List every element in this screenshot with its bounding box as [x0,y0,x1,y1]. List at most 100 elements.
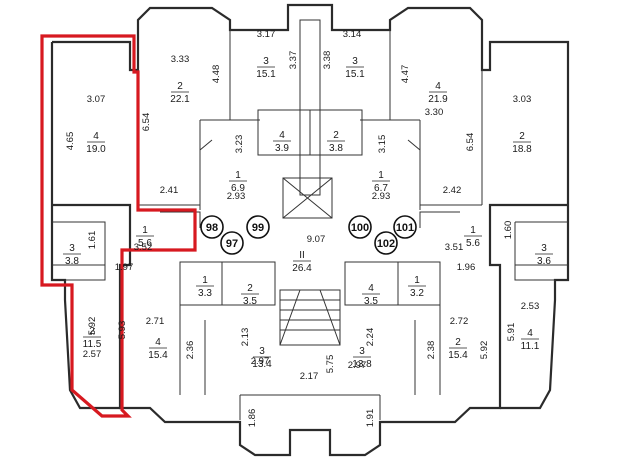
apartment-badge [246,215,270,239]
dimension-label: 2.36 [185,341,196,360]
dimension-label: 4.65 [65,132,76,151]
dimension-label: 5.91 [506,323,517,342]
room-area: 5.6 [466,238,480,249]
room-label: 313.4 [252,346,272,370]
dimension-label: 3.07 [87,94,106,105]
room-number: II [299,250,305,261]
dimension-label: 3.52 [134,242,153,253]
dimension-label: 3.51 [445,242,464,253]
dimension-label: 5.93 [117,321,128,340]
apartment-number: 100 [351,222,369,234]
room-number: 4 [93,131,99,142]
room-area: 3.8 [65,256,79,267]
room-area: 3.8 [329,143,343,154]
dimension-label: 3.33 [171,54,190,65]
room-number: 3 [359,346,365,357]
room-area: 3.9 [275,143,289,154]
room-label: 211.5 [83,326,102,350]
dimension-label: 2.24 [365,328,376,347]
dimension-label: 3.23 [234,135,245,154]
room-area: 11.5 [83,339,102,350]
room-area: 6.9 [231,183,245,194]
room-number: 2 [247,283,253,294]
room-number: 1 [142,225,148,236]
dimension-label: 1.91 [365,409,376,428]
room-number: 2 [89,326,95,337]
room-label: 218.8 [512,131,532,155]
room-number: 4 [279,130,285,141]
plan-labels: 222.1315.1315.1421.9419.0218.843.923.816… [63,29,553,427]
room-area: 22.1 [170,94,190,105]
dimension-label: 3.37 [288,51,299,70]
room-label: 315.1 [256,56,276,80]
room-label: II 26.4 [292,250,312,274]
room-number: 3 [541,243,547,254]
room-area: 3.6 [537,256,551,267]
dimension-label: 1.86 [247,409,258,428]
room-label: 215.4 [448,337,468,361]
room-area: 18.8 [512,144,532,155]
room-area: 26.4 [292,263,312,274]
room-number: 4 [435,81,441,92]
dimension-label: 5.92 [87,317,98,336]
dimension-label: 3.38 [322,51,333,70]
dimension-label: 3.14 [343,29,362,40]
room-area: 21.9 [428,94,448,105]
room-label: 23.8 [327,130,345,154]
dimension-label: 2.97 [348,360,367,371]
room-area: 15.4 [148,350,168,361]
room-area: 3.5 [364,296,378,307]
dimension-label: 2.72 [450,316,469,327]
room-area: 15.1 [345,69,365,80]
room-label: 15.6 [464,225,482,249]
room-label: 419.0 [86,131,106,155]
room-number: 4 [368,283,374,294]
dimension-label: 2.41 [160,185,179,196]
apartment-number: 99 [252,222,264,234]
room-number: 3 [69,243,75,254]
dimension-label: 2.97 [251,356,270,367]
room-label: 43.5 [362,283,380,307]
room-number: 2 [333,130,339,141]
dimension-label: 4.47 [400,65,411,84]
apartment-badge [348,215,372,239]
room-area: 6.7 [374,183,388,194]
dimension-label: 2.93 [372,191,391,202]
room-label: 33.8 [63,243,81,267]
room-area: 3.2 [410,288,424,299]
dimension-label: 2.93 [227,191,246,202]
room-area: 19.0 [86,144,106,155]
room-number: 4 [527,328,533,339]
room-label: 13.3 [196,275,214,299]
room-number: 1 [470,225,476,236]
room-number: 1 [235,170,241,181]
room-number: 3 [352,56,358,67]
dimension-label: 5.75 [325,355,336,374]
dimension-label: 2.57 [83,349,102,360]
room-label: 222.1 [170,81,190,105]
dimension-label: 1.97 [115,262,134,273]
dimension-label: 3.30 [425,107,444,118]
apartment-number: 102 [377,238,395,250]
room-label: 16.9 [229,170,247,194]
apartment-badge [200,215,224,239]
room-number: 3 [259,346,265,357]
dimension-label: 4.48 [211,65,222,84]
dimension-label: 2.42 [443,185,462,196]
room-label: 13.2 [408,275,426,299]
room-number: 1 [378,170,384,181]
room-number: 3 [263,56,269,67]
room-number: 2 [519,131,525,142]
dimension-label: 3.03 [513,94,532,105]
apartment-number: 98 [206,222,218,234]
room-label: 315.1 [345,56,365,80]
room-area: 3.5 [243,296,257,307]
dimension-label: 6.54 [141,113,152,132]
room-label: 421.9 [428,81,448,105]
interior-walls [52,19,568,420]
room-label: 415.4 [148,337,168,361]
dimension-label: 3.17 [257,29,276,40]
room-number: 4 [155,337,161,348]
